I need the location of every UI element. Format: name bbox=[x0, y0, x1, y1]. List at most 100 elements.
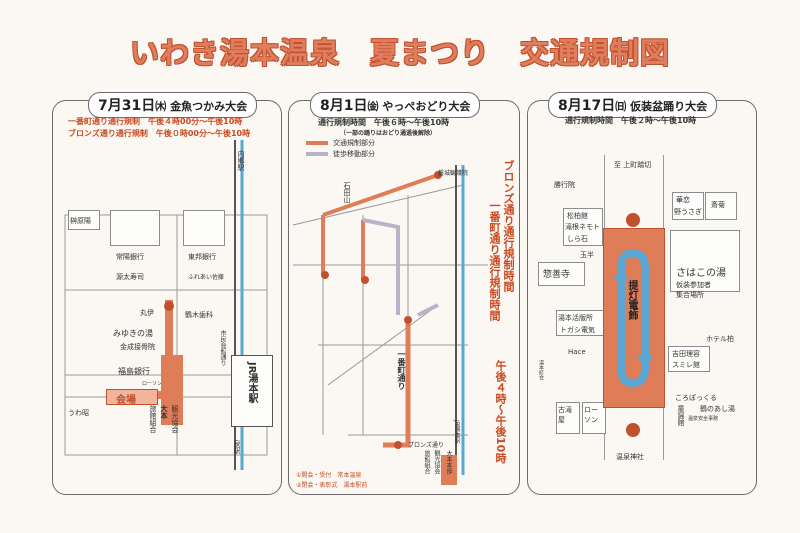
label-fukushima: 福島銀行 bbox=[118, 367, 150, 376]
label-venue3: 旅館組合 bbox=[423, 450, 430, 474]
box-saikiku bbox=[705, 192, 737, 220]
label-top: 至 上町踏切 bbox=[614, 161, 652, 169]
building-box-jr bbox=[231, 355, 273, 427]
building-box-3 bbox=[183, 210, 225, 246]
map-panel-2 bbox=[292, 165, 488, 475]
panel-2-date: 8月1日 bbox=[320, 98, 368, 114]
label-hace: Hace bbox=[568, 348, 586, 356]
venue-box bbox=[106, 389, 158, 405]
label-saikiku: 斎菊 bbox=[711, 201, 725, 209]
panel-3-event: 仮装盆踊り大会 bbox=[630, 100, 708, 113]
panel-1-rule-1: 一番町通り通行規制 午後４時00分～午後10時 bbox=[68, 117, 243, 126]
side-text-3: 午後４時～午後10時 bbox=[494, 360, 507, 464]
label-kanko: 観光協会 bbox=[171, 405, 179, 433]
label-shugo: 集合場所 bbox=[676, 291, 704, 299]
label-miyukinoyu: みゆきの湯 bbox=[113, 329, 153, 338]
label-lawson-3: ローソン bbox=[584, 406, 598, 424]
box-tokushi bbox=[556, 310, 606, 336]
label-kinsei: 金成接骨院 bbox=[120, 343, 155, 351]
label-uchigo: 内郷駅 bbox=[237, 150, 245, 171]
panel-aug-1 bbox=[288, 100, 520, 495]
building-box-1 bbox=[68, 210, 100, 230]
label-gakuen: 磐城観護院 bbox=[438, 170, 469, 177]
panel-2-header: 8月1日㈮ やっぺおどり大会 bbox=[310, 92, 481, 118]
label-doro: 童謡館 bbox=[677, 405, 685, 426]
label-togashi: トガシ電気 bbox=[560, 326, 595, 334]
label-onsen: 温泉神社 bbox=[616, 453, 644, 461]
label-furuta: 古滝屋 bbox=[558, 406, 572, 424]
label-hanakoi: 華恋 bbox=[676, 196, 690, 204]
label-joyo: 常陽銀行 bbox=[116, 253, 144, 261]
box-shohaku bbox=[563, 208, 603, 246]
label-ryokan: 旅館組合 bbox=[149, 405, 157, 433]
label-shiyakusho: 市民会館通り bbox=[219, 330, 226, 366]
label-hosokai: 湯本町会 bbox=[538, 360, 544, 380]
building-box-2 bbox=[110, 210, 160, 246]
label-center: 提灯電飾 bbox=[626, 280, 637, 320]
label-genta: 源太寿司 bbox=[116, 273, 144, 281]
panel-2-rule-2: （一部の踊りはおどり通過後解除） bbox=[340, 130, 437, 137]
side-text-2: 一番町通り通行規制時間 bbox=[488, 200, 501, 321]
box-hanakoi bbox=[672, 192, 704, 220]
panel-1-event: 金魚つかみ大会 bbox=[170, 100, 248, 113]
label-izumi: 泉駅 bbox=[233, 440, 241, 454]
panel-2-event: やっぺおどり大会 bbox=[382, 100, 471, 113]
label-shoko: 勝行院 bbox=[554, 181, 575, 189]
panel-1-weekday: ㈭ bbox=[155, 100, 167, 113]
label-korobok: ころぽっくる bbox=[675, 394, 717, 402]
label-hotel: ホテル柏 bbox=[706, 335, 734, 343]
panel-1-date: 7月31日 bbox=[98, 98, 156, 114]
loop-arrow bbox=[613, 248, 653, 388]
label-shohaku: 松柏館 bbox=[567, 212, 588, 220]
label-note1: ①開会・受付 常本温泉 bbox=[296, 472, 362, 479]
label-tsurugi: 鶴木歯科 bbox=[185, 311, 213, 319]
side-text-1: ブロンズ通り通行規制時間 bbox=[502, 160, 515, 292]
label-venue1: 大本本部 bbox=[445, 450, 452, 474]
label-uwaka: うわ昭 bbox=[68, 409, 89, 417]
red-block-main bbox=[161, 355, 183, 425]
label-station: JR湯本駅 bbox=[453, 420, 460, 444]
label-sumire: スミレ館 bbox=[672, 361, 700, 369]
label-taisha: 大本 bbox=[160, 405, 168, 419]
box-lawson bbox=[582, 402, 606, 434]
label-ichibancho: 一番町通り bbox=[397, 350, 406, 390]
box-sojoji bbox=[538, 262, 585, 286]
regulation-zone-3 bbox=[603, 228, 665, 408]
circle-bottom-3 bbox=[626, 423, 640, 437]
label-fureai: ふれあい佐藤 bbox=[188, 274, 225, 281]
panel-3-rule-1: 通行規制時間 午後２時～午後10時 bbox=[565, 116, 697, 125]
panel-3-header: 8月17日㈰ 仮装盆踊り大会 bbox=[548, 92, 718, 118]
label-jr: JR湯本駅 bbox=[246, 362, 257, 404]
legend-regulation-swatch bbox=[306, 141, 328, 145]
label-tsurunoashi: 鶴のあし湯 bbox=[700, 405, 735, 413]
label-tamahei: 玉半 bbox=[580, 251, 594, 259]
label-tobu: 東邦銀行 bbox=[188, 253, 216, 261]
box-yoshida bbox=[668, 346, 710, 372]
label-kaso: 仮装参加者 bbox=[676, 281, 711, 289]
label-note2: ②閉会・表彰式 湯本駅前 bbox=[296, 482, 368, 489]
label-bronze: ブロンズ通り bbox=[408, 442, 444, 449]
panel-1-rule-2: ブロンズ通り通行規制 午後０時00分～午後10時 bbox=[68, 129, 251, 138]
label-nodoka: 野うさぎ bbox=[674, 208, 702, 216]
legend-regulation-label: 交通規制部分 bbox=[333, 139, 375, 147]
label-sojoji: 惣善寺 bbox=[543, 270, 571, 280]
label-venue2: 観光協会 bbox=[433, 450, 440, 474]
label-maruden: 丸伊 bbox=[140, 309, 154, 317]
venue-block-2 bbox=[441, 455, 457, 485]
box-sahakono bbox=[670, 230, 740, 292]
box-furuta bbox=[556, 402, 580, 434]
label-yoshida: 吉田理容 bbox=[672, 350, 700, 358]
legend-walk-label: 徒歩移動部分 bbox=[333, 150, 375, 158]
legend-walk-swatch bbox=[306, 152, 328, 156]
label-ishida: 石田山 bbox=[343, 182, 351, 203]
label-nemoto: 滝根ネモト bbox=[565, 223, 600, 231]
panel-2-weekday: ㈮ bbox=[367, 100, 379, 113]
panel-3-weekday: ㈰ bbox=[615, 100, 627, 113]
label-sahakono: さはこの湯 bbox=[676, 268, 726, 279]
label-shiraishi: しら石 bbox=[567, 235, 588, 243]
map-panel-1 bbox=[64, 140, 268, 470]
label-sakakiyama: 榊原陽 bbox=[70, 217, 91, 225]
label-tokushi: 湯本活版所 bbox=[558, 314, 593, 322]
panel-2-rule-1: 通行規制時間 午後６時～午後10時 bbox=[318, 118, 450, 127]
page-title: いわき湯本温泉 夏まつり 交通規制図 bbox=[129, 36, 670, 70]
